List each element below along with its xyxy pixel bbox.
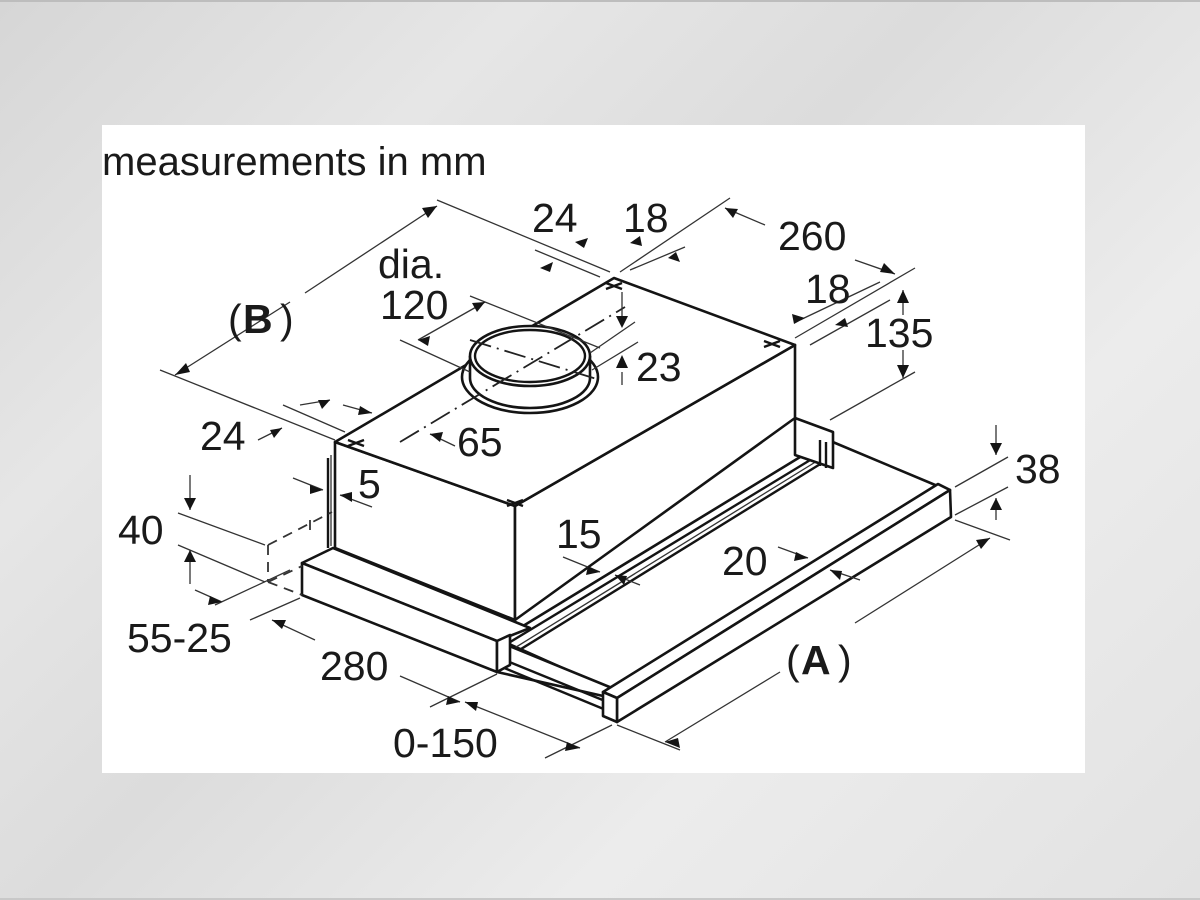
dim-left-offset: 24 (200, 413, 246, 459)
dimension-labels: 24 18 260 18 135 dia. 120 23 65 24 5 40 … (118, 195, 1061, 766)
dim-top-offset-right: 18 (623, 195, 669, 241)
front-handle-bar (601, 482, 953, 724)
dim-bar-gap: 15 (556, 511, 602, 557)
dimension-lines (159, 197, 1011, 759)
label-b: B (243, 296, 273, 342)
slide-out-tray (495, 416, 942, 712)
dim-top-offset-left: 24 (532, 195, 578, 241)
arrowheads (175, 206, 1002, 751)
dim-panel-range: 55-25 (127, 615, 232, 661)
mounting-marks (347, 281, 781, 508)
dim-dia-label: dia. (378, 241, 444, 287)
dim-duct-offset: 65 (457, 419, 503, 465)
dim-extension: 0-150 (393, 720, 498, 766)
dim-bar-height: 38 (1015, 446, 1061, 492)
label-a-close: ) (838, 637, 852, 683)
label-a-open: ( (786, 637, 800, 683)
dim-dia-value: 120 (380, 282, 448, 328)
dim-height: 135 (865, 310, 933, 356)
frame-bottom-edge (0, 898, 1200, 900)
dim-duct-height: 23 (636, 344, 682, 390)
dim-base-depth: 280 (320, 643, 388, 689)
label-b-close: ) (280, 296, 294, 342)
dim-panel-height: 40 (118, 507, 164, 553)
label-a: A (801, 637, 831, 683)
duct-collar (399, 306, 626, 443)
diagram-title: measurements in mm (102, 140, 487, 184)
label-b-open: ( (228, 296, 242, 342)
hidden-cabinet-outline (267, 511, 333, 596)
dim-wall-gap: 5 (358, 461, 381, 507)
dim-side-offset: 18 (805, 266, 851, 312)
frame-top-edge (0, 0, 1200, 2)
visor-panel (300, 546, 532, 674)
dim-bar-depth: 20 (722, 538, 768, 584)
dim-depth-total: 260 (778, 213, 846, 259)
